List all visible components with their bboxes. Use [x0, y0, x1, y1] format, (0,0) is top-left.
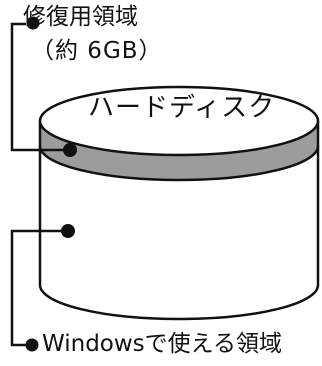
disk-top-ellipse — [38, 85, 320, 157]
recovery-size-label: （約 6GB） — [31, 38, 163, 64]
windows-leader-line — [10, 229, 68, 347]
recovery-label-dot — [26, 16, 40, 30]
disk-bottom-edge — [38, 284, 320, 321]
recovery-leader-dot — [63, 143, 77, 157]
windows-leader-dot — [61, 224, 75, 238]
windows-label-dot — [25, 338, 39, 352]
hard-disk-label: ハードディスク — [88, 93, 276, 123]
recovery-area-band — [40, 121, 318, 180]
recovery-area-label: 修復用領域 — [23, 4, 138, 30]
recovery-band-boundary — [38, 145, 320, 182]
windows-area-label: Windowsで使える領域 — [42, 331, 282, 357]
recovery-leader-line — [10, 22, 70, 152]
